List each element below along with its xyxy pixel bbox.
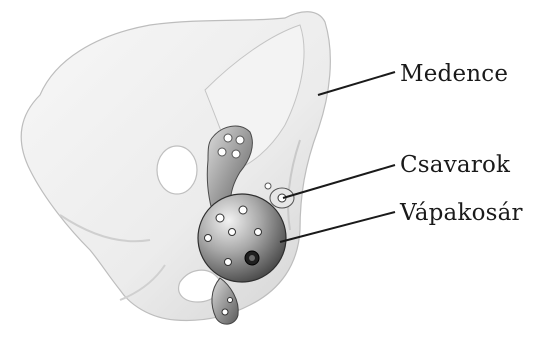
label-medence: Medence bbox=[400, 61, 508, 87]
pelvis-bone bbox=[21, 12, 330, 321]
label-vapakosar: Vápakosár bbox=[400, 200, 523, 226]
acetabular-cup bbox=[198, 194, 286, 282]
label-csavarok: Csavarok bbox=[400, 152, 510, 178]
